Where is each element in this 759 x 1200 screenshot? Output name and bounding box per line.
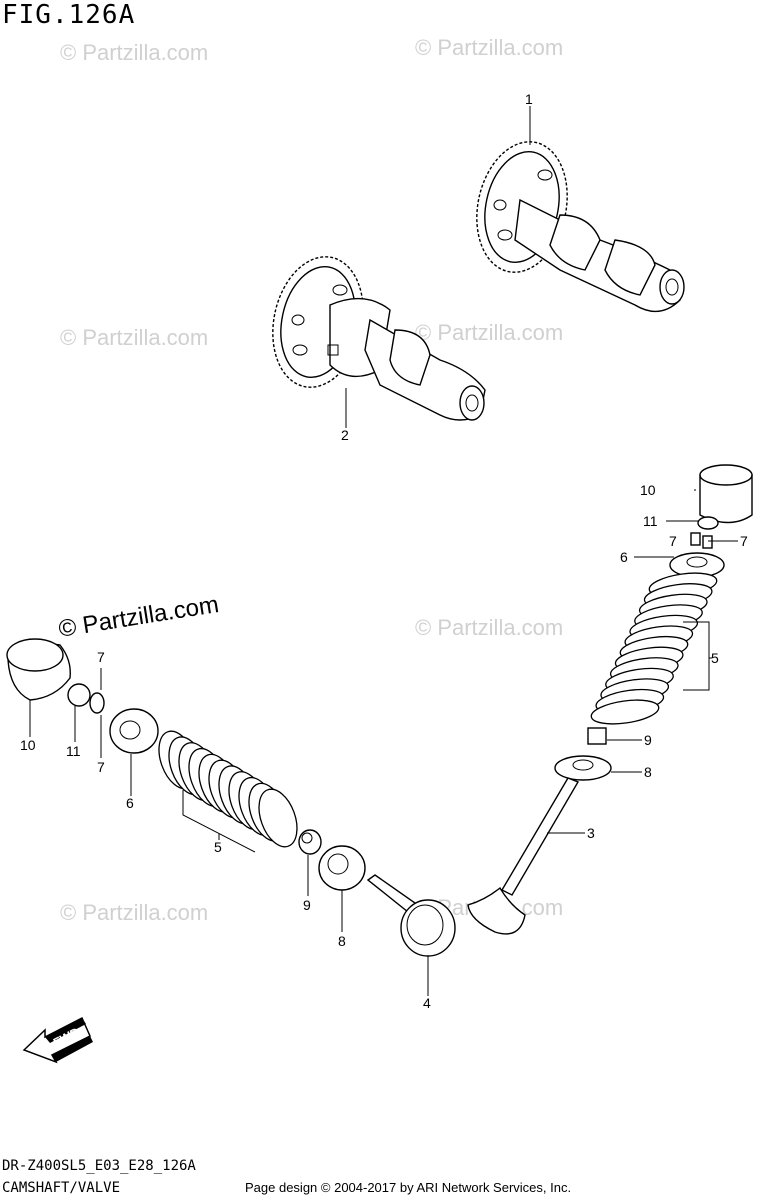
callout-7-left-b: 7	[97, 759, 105, 775]
callout-5-right: 5	[711, 650, 719, 666]
callout-4: 4	[423, 995, 431, 1011]
callout-11-left: 11	[66, 743, 81, 759]
callout-9-right: 9	[644, 732, 652, 748]
spring-seat-right	[554, 755, 612, 781]
shim-right	[697, 516, 719, 530]
callout-10-left: 10	[20, 737, 36, 753]
camshaft-lower	[272, 256, 486, 421]
seal-left	[298, 829, 322, 855]
callout-8-left: 8	[338, 933, 346, 949]
callout-3: 3	[587, 825, 595, 841]
callout-7-right-a: 7	[669, 533, 677, 549]
callout-7-right-b: 7	[740, 533, 748, 549]
watermark: © Partzilla.com	[415, 320, 563, 345]
valve-left	[366, 874, 456, 957]
callout-5-left: 5	[214, 839, 222, 855]
callout-11-right: 11	[643, 513, 658, 529]
callout-2: 2	[341, 427, 349, 443]
page-credit: Page design © 2004-2017 by ARI Network S…	[245, 1180, 572, 1195]
watermark: © Partzilla.com	[415, 35, 563, 60]
tappet-left	[6, 638, 71, 701]
figure-title: FIG.126A	[2, 0, 136, 30]
fwd-arrow: FWD	[22, 1016, 93, 1064]
cotter-left	[89, 692, 105, 714]
seal-right	[587, 727, 607, 745]
callout-8-right: 8	[644, 764, 652, 780]
watermark-group: © Partzilla.com © Partzilla.com © Partzi…	[60, 35, 563, 925]
watermark: © Partzilla.com	[60, 325, 208, 350]
spring-seat-left	[318, 845, 366, 891]
model-code: DR-Z400SL5_E03_E28_126A	[2, 1158, 196, 1174]
callout-6-right: 6	[620, 549, 628, 565]
watermark: © Partzilla.com	[415, 615, 563, 640]
callout-7-left-a: 7	[97, 649, 105, 665]
callout-1: 1	[525, 91, 533, 107]
watermark-main: © Partzilla.com	[57, 591, 221, 643]
callouts: 1 2 3 4 5 5 6 6 7 7 7 7 8 8 9 9 10 10 11…	[20, 91, 748, 1011]
watermark: © Partzilla.com	[60, 40, 208, 65]
callout-10-right: 10	[640, 482, 656, 498]
spring-coil	[590, 699, 660, 725]
diagram-caption: CAMSHAFT/VALVE	[2, 1180, 121, 1196]
cotter-right	[690, 532, 701, 546]
cotter-right	[702, 535, 713, 549]
leader-lines	[29, 106, 738, 996]
valve-right	[467, 777, 580, 935]
shim-left	[67, 683, 91, 707]
spring-right	[590, 572, 718, 725]
tappet-right	[699, 464, 753, 524]
spring-coil	[258, 788, 298, 848]
camshaft-upper	[476, 141, 685, 313]
spring-left	[158, 730, 298, 848]
watermark: © Partzilla.com	[60, 900, 208, 925]
callout-6-left: 6	[126, 795, 134, 811]
retainer-left	[109, 708, 159, 754]
callout-9-left: 9	[303, 897, 311, 913]
